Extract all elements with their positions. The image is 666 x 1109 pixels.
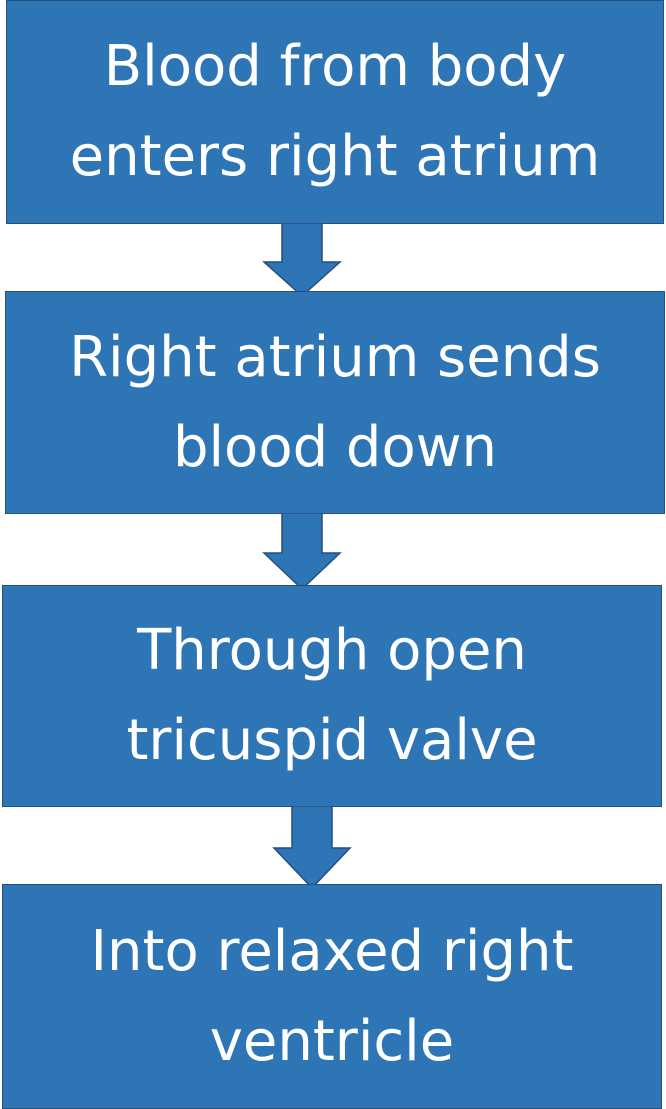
flow-step-2-line-2: blood down — [172, 414, 498, 480]
flow-step-3-line-2: tricuspid valve — [126, 708, 538, 773]
flow-step-1-line-2: enters right atrium — [69, 124, 601, 189]
flow-step-2-line-1: Right atrium sends — [69, 324, 601, 390]
flow-step-4-line-2: ventricle — [209, 1008, 455, 1074]
flow-step-2-box: Right atrium sends blood down — [5, 291, 665, 514]
flow-step-1-line-1: Blood from body — [103, 34, 567, 100]
down-arrow-icon — [262, 513, 342, 589]
flow-step-3-text: Through open tricuspid valve — [126, 606, 537, 785]
down-arrow-icon — [272, 806, 352, 888]
flow-step-4-text: Into relaxed right ventricle — [91, 907, 574, 1086]
flow-step-3-line-1: Through open — [137, 618, 527, 684]
down-arrow-icon — [262, 223, 342, 296]
flow-step-1-box: Blood from body enters right atrium — [6, 0, 664, 224]
flow-step-2-text: Right atrium sends blood down — [69, 313, 601, 492]
flow-step-4-line-1: Into relaxed right — [90, 918, 574, 984]
flow-step-4-box: Into relaxed right ventricle — [2, 884, 662, 1109]
flow-step-3-box: Through open tricuspid valve — [2, 585, 662, 807]
flow-step-1-text: Blood from body enters right atrium — [70, 22, 601, 201]
